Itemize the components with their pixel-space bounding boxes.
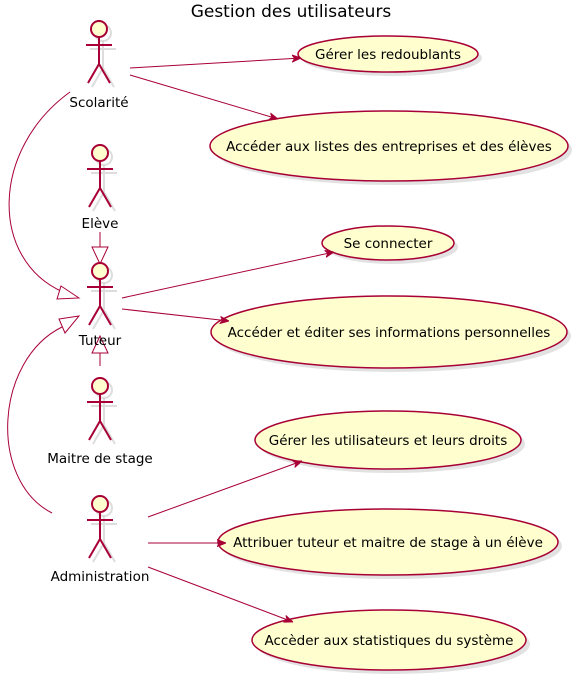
actor-label: Maitre de stage <box>47 451 152 467</box>
edge-scolarite-acceder-listes <box>129 74 278 119</box>
edge-scolarite-gerer-redoublants <box>129 58 301 69</box>
use-case-label: Attribuer tuteur et maitre de stage à un… <box>233 535 543 551</box>
generalization-eleve-tuteur <box>91 232 109 266</box>
actor-administration: Administration <box>51 495 150 585</box>
actor-label: Administration <box>51 569 150 585</box>
edge-tuteur-se-connecter <box>121 252 334 299</box>
stick-figure-icon <box>87 377 113 441</box>
use-case-label: Accèder aux statistiques du système <box>265 633 514 649</box>
stick-figure-icon <box>86 20 112 84</box>
use-case-gerer-redoublants: Gérer les redoublants <box>297 35 482 76</box>
edge-administration-acceder-statistiques <box>147 566 293 622</box>
actor-tuteur: Tuteur <box>78 262 122 349</box>
use-case-gerer-utilisateurs: Gérer les utilisateurs et leurs droits <box>254 410 525 473</box>
actor-label: Elève <box>82 216 119 232</box>
actor-scolarite: Scolarité <box>69 20 129 111</box>
use-case-attribuer-tuteur: Attribuer tuteur et maitre de stage à un… <box>217 508 562 579</box>
generalization-administration-tuteur <box>7 315 81 514</box>
stick-figure-icon <box>87 495 113 559</box>
use-case-label: Accéder aux listes des entreprises et de… <box>226 139 552 155</box>
use-case-acceder-listes: Accéder aux listes des entreprises et de… <box>209 110 572 185</box>
use-case-se-connecter: Se connecter <box>321 225 458 264</box>
diagram-title: Gestion des utilisateurs <box>191 2 392 22</box>
actor-maitre-de-stage: Maitre de stage <box>47 377 153 467</box>
stick-figure-icon <box>87 144 113 208</box>
use-case-label: Gérer les utilisateurs et leurs droits <box>269 433 508 449</box>
actor-eleve: Elève <box>82 144 119 232</box>
use-case-acceder-editer: Accéder et éditer ses informations perso… <box>210 295 571 372</box>
use-case-label: Se connecter <box>344 236 433 252</box>
actor-label: Scolarité <box>69 95 128 111</box>
actor-label: Tuteur <box>78 333 122 349</box>
use-case-acceder-statistiques: Accèder aux statistiques du système <box>251 609 530 674</box>
stick-figure-icon <box>87 262 113 326</box>
generalization-maitre-tuteur <box>91 334 109 366</box>
edge-administration-gerer-utilisateurs <box>147 461 302 518</box>
use-case-label: Gérer les redoublants <box>315 47 461 63</box>
generalization-scolarite-tuteur <box>8 91 81 300</box>
use-case-label: Accéder et éditer ses informations perso… <box>228 325 551 341</box>
edge-tuteur-acceder-editer <box>121 308 229 321</box>
